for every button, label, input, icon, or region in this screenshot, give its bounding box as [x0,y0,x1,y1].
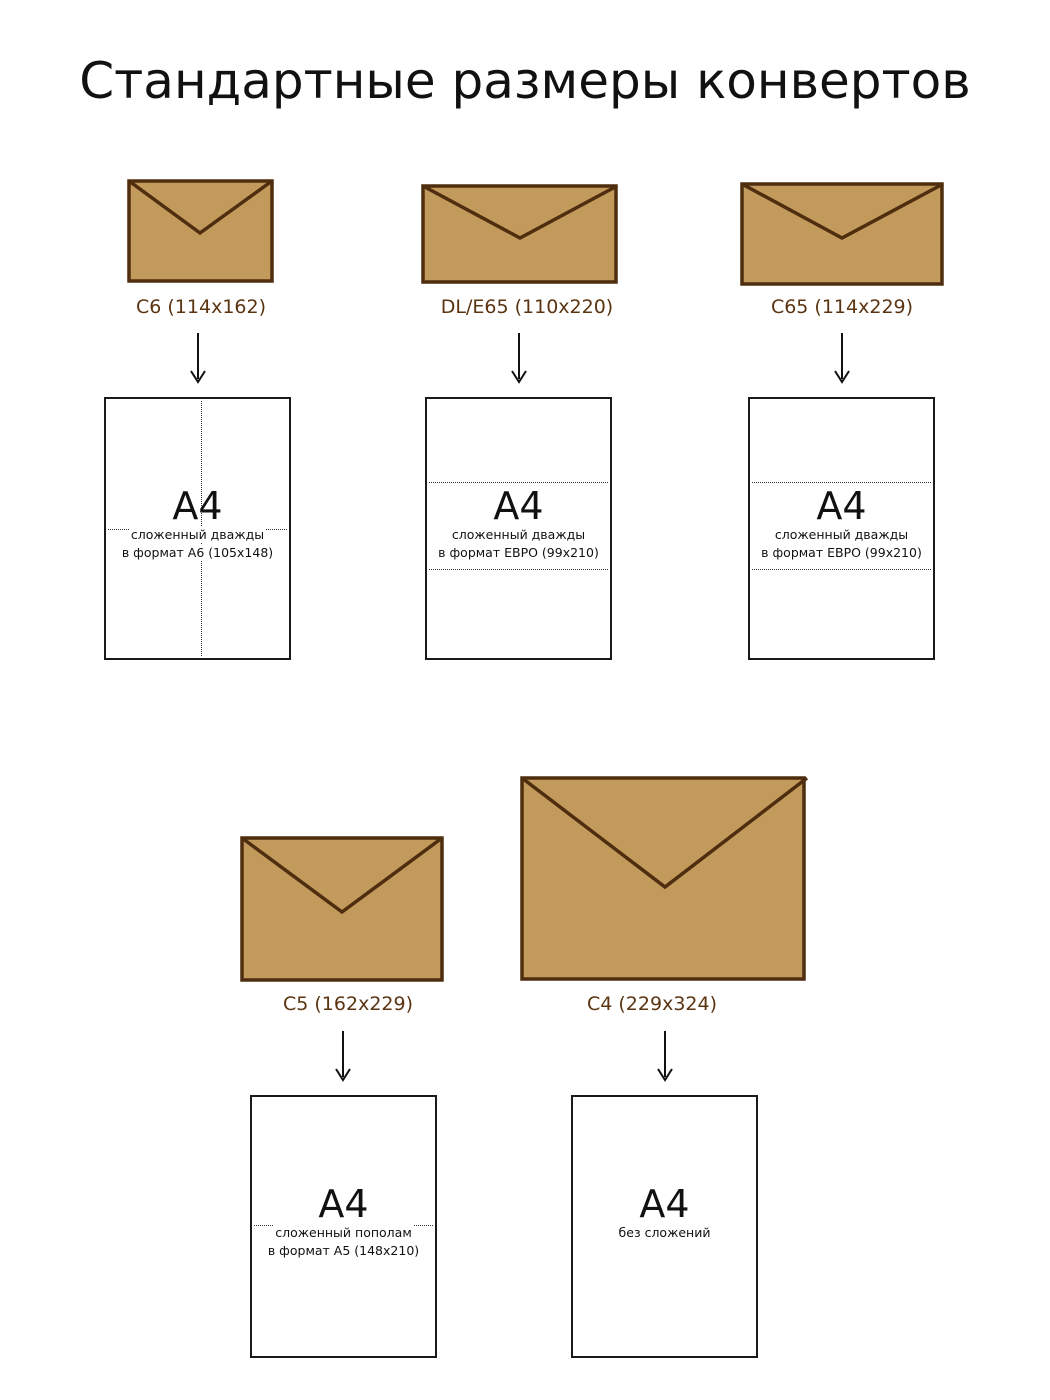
sheet-description-line1: без сложений [618,1225,711,1240]
sheet-title: A4 [493,484,544,528]
envelope-label-c4: C4 (229x324) [587,993,717,1015]
envelope-c5-icon [240,836,444,982]
arrow-down-icon [834,333,850,384]
a4-sheet-dl-e65: A4 сложенный дважды в формат ЕВРО (99x21… [425,397,612,660]
arrow-down-icon [190,333,206,384]
envelope-label-c6: C6 (114x162) [136,296,266,318]
fold-line-horizontal [429,569,608,570]
arrow-down-icon [511,333,527,384]
sheet-description-line1: сложенный пополам [273,1225,414,1240]
sheet-title: A4 [639,1182,690,1226]
page-title: Стандартные размеры конвертов [79,52,971,110]
arrow-down-icon [657,1031,673,1082]
fold-line-horizontal [429,482,608,483]
envelope-label-c65: C65 (114x229) [770,296,914,318]
sheet-description-line2: в формат А6 (105x148) [119,545,276,560]
envelope-c65-icon [740,182,944,286]
sheet-description-line2: в формат ЕВРО (99x210) [759,545,924,560]
envelope-c6-icon [127,179,274,283]
sheet-title: A4 [172,484,223,528]
envelope-dl-e65-icon [421,184,618,284]
sheet-description-line1: сложенный дважды [128,527,267,542]
envelope-label-dl-e65: DL/E65 (110x220) [440,296,614,318]
a4-sheet-c5: A4 сложенный пополам в формат А5 (148x21… [250,1095,437,1358]
arrow-down-icon [335,1031,351,1082]
envelope-c4-icon [520,776,809,981]
fold-line-horizontal [752,482,931,483]
sheet-title: A4 [816,484,867,528]
envelope-label-c5: C5 (162x229) [283,993,413,1015]
sheet-description-line1: сложенный дважды [772,527,911,542]
sheet-description-line1: сложенный дважды [449,527,588,542]
a4-sheet-c65: A4 сложенный дважды в формат ЕВРО (99x21… [748,397,935,660]
sheet-description-line2: в формат ЕВРО (99x210) [436,545,601,560]
sheet-title: A4 [318,1182,369,1226]
fold-line-horizontal [752,569,931,570]
a4-sheet-c4: A4 без сложений [571,1095,758,1358]
a4-sheet-c6: A4 сложенный дважды в формат А6 (105x148… [104,397,291,660]
sheet-description-line2: в формат А5 (148x210) [265,1243,422,1258]
